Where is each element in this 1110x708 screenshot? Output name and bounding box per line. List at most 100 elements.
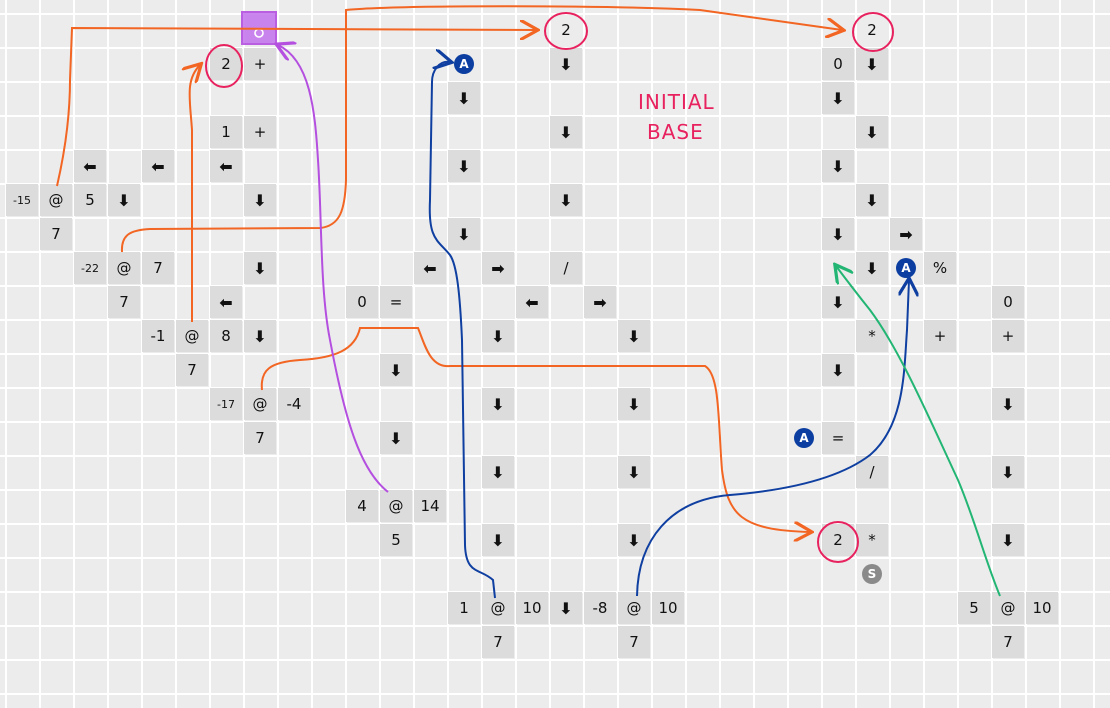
grid-cell: 5	[958, 592, 990, 624]
grid-cell: 1	[210, 116, 242, 148]
grid-cell: %	[924, 252, 956, 284]
grid-cell: 2	[867, 21, 877, 39]
grid-cell: @	[618, 592, 650, 624]
arrow-cell-icon: ⬇	[856, 116, 888, 148]
grid-cell: 2	[561, 21, 571, 39]
grid-cell: -1	[142, 320, 174, 352]
grid-cell: -8	[584, 592, 616, 624]
s-token-icon: S	[856, 558, 888, 590]
arrow-cell-icon: ⬇	[992, 524, 1024, 556]
grid-cell: +	[244, 116, 276, 148]
arrow-cell-icon: ⬇	[482, 456, 514, 488]
a-token-icon: A	[788, 422, 820, 454]
grid-cell: 0	[822, 48, 854, 80]
arrow-cell-icon: ⬇	[856, 48, 888, 80]
grid-cell: 1	[448, 592, 480, 624]
arrow-cell-icon: ⬇	[244, 320, 276, 352]
arrow-cell-icon: ⬇	[448, 150, 480, 182]
arrow-cell-icon: ⬇	[992, 388, 1024, 420]
arrow-cell-icon: ⬅	[414, 252, 446, 284]
grid-cell: 7	[482, 626, 514, 658]
grid-cell: =	[822, 422, 854, 454]
red-circles	[205, 12, 894, 563]
grid-cell: *	[856, 524, 888, 556]
grid-cell: 7	[618, 626, 650, 658]
grid-cell: 0	[346, 286, 378, 318]
grid-cell: @	[108, 252, 140, 284]
highlight-square	[241, 11, 277, 45]
initial-label: INITIAL	[638, 90, 715, 114]
purple-arrow	[278, 45, 389, 493]
grid-cell: 10	[652, 592, 684, 624]
grid-cell: @	[482, 592, 514, 624]
arrow-cell-icon: ⬇	[244, 184, 276, 216]
highlight-target-icon	[254, 28, 264, 38]
grid-cell: 10	[1026, 592, 1058, 624]
arrow-cell-icon: ⬅	[516, 286, 548, 318]
grid-cell: +	[924, 320, 956, 352]
arrow-cell-icon: ⬇	[822, 218, 854, 250]
grid-cell: -4	[278, 388, 310, 420]
arrow-cell-icon: ⬇	[618, 320, 650, 352]
a-badge: A	[454, 54, 474, 74]
arrow-cell-icon: ⬇	[380, 422, 412, 454]
grid-cell: -17	[210, 388, 242, 420]
arrow-cell-icon: ➡	[482, 252, 514, 284]
arrow-cell-icon: ⬇	[822, 150, 854, 182]
grid-cell: @	[244, 388, 276, 420]
grid-cell: @	[40, 184, 72, 216]
arrow-cell-icon: ⬇	[856, 252, 888, 284]
arrow-cell-icon: ⬇	[482, 388, 514, 420]
grid-cell: 8	[210, 320, 242, 352]
arrow-cell-icon: ⬇	[618, 456, 650, 488]
arrow-cell-icon: ⬇	[550, 184, 582, 216]
grid-cell: +	[992, 320, 1024, 352]
grid-cell: 5	[380, 524, 412, 556]
grid-cell: *	[856, 320, 888, 352]
grid-cell: 7	[40, 218, 72, 250]
arrow-cell-icon: ⬇	[448, 218, 480, 250]
arrow-cell-icon: ⬇	[550, 48, 582, 80]
a-badge: A	[896, 258, 916, 278]
grid-cell: 7	[244, 422, 276, 454]
arrow-cell-icon: ⬇	[550, 592, 582, 624]
arrow-cell-icon: ⬇	[992, 456, 1024, 488]
arrow-cell-icon: ⬇	[822, 354, 854, 386]
grid-cell: /	[856, 456, 888, 488]
arrow-cell-icon: ⬇	[618, 388, 650, 420]
grid-cell: @	[176, 320, 208, 352]
a-token-icon: A	[448, 48, 480, 80]
a-badge: A	[794, 428, 814, 448]
arrow-cell-icon: ⬅	[210, 150, 242, 182]
grid-cell: 2	[822, 524, 854, 556]
base-label: BASE	[647, 120, 704, 144]
grid-cell: 0	[992, 286, 1024, 318]
arrow-cell-icon: ⬇	[618, 524, 650, 556]
grid-cell: 4	[346, 490, 378, 522]
arrow-cell-icon: ⬅	[210, 286, 242, 318]
s-badge: S	[862, 564, 882, 584]
grid-cell: /	[550, 252, 582, 284]
arrow-cell-icon: ⬇	[482, 524, 514, 556]
arrow-cell-icon: ⬇	[448, 82, 480, 114]
arrow-cell-icon: ⬅	[74, 150, 106, 182]
grid-cell: 7	[108, 286, 140, 318]
grid-cell: 14	[414, 490, 446, 522]
arrow-cell-icon: ⬇	[108, 184, 140, 216]
grid-cell: 7	[176, 354, 208, 386]
grid-cell: -15	[6, 184, 38, 216]
a-token-icon: A	[890, 252, 922, 284]
grid-cell: +	[244, 48, 276, 80]
arrow-cell-icon: ⬇	[856, 184, 888, 216]
arrow-cell-icon: ⬇	[822, 82, 854, 114]
grid-cell: 7	[142, 252, 174, 284]
arrow-cell-icon: ⬇	[822, 286, 854, 318]
grid-cell: 7	[992, 626, 1024, 658]
arrow-cell-icon: ➡	[584, 286, 616, 318]
arrow-cell-icon: ➡	[890, 218, 922, 250]
grid-cell: 5	[74, 184, 106, 216]
grid-cell: =	[380, 286, 412, 318]
arrow-cell-icon: ⬇	[550, 116, 582, 148]
arrow-cell-icon: ⬇	[244, 252, 276, 284]
arrow-cell-icon: ⬅	[142, 150, 174, 182]
